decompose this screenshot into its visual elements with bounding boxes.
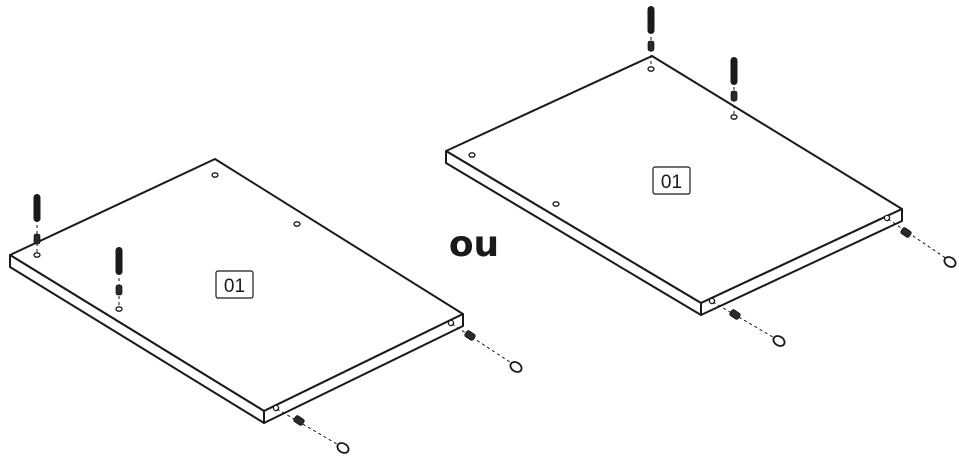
- left-screw-1: [451, 323, 523, 373]
- left-dowel-2: [115, 247, 123, 307]
- right-dowel-2: [730, 57, 738, 115]
- right-top-hole-3: [468, 152, 476, 158]
- right-board-right-edge: [700, 208, 903, 316]
- left-top-hole-2: [293, 221, 301, 227]
- right-panel-board: 01: [445, 6, 957, 347]
- right-part-label: 01: [652, 166, 691, 195]
- right-top-hole-4: [552, 201, 560, 207]
- right-top-hole-1: [647, 66, 655, 72]
- left-board-right-edge: [263, 313, 464, 424]
- right-screw-1: [887, 218, 957, 268]
- right-top-hole-2: [730, 114, 738, 120]
- left-top-hole-3: [33, 252, 41, 258]
- left-part-label-text: 01: [224, 276, 245, 297]
- left-panel-board: 01: [9, 158, 523, 454]
- left-part-label: 01: [215, 270, 254, 299]
- left-top-hole-4: [115, 306, 123, 312]
- or-separator: ou: [449, 224, 499, 265]
- left-dowel-1: [33, 194, 41, 253]
- right-screw-2: [712, 301, 786, 347]
- right-dowel-1: [647, 6, 655, 67]
- left-top-hole-1: [211, 172, 219, 178]
- right-part-label-text: 01: [661, 172, 682, 193]
- left-screw-2: [276, 408, 350, 454]
